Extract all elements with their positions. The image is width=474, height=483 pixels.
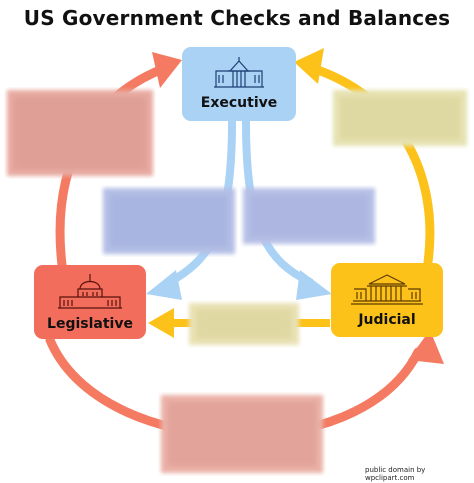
- executive-label: Executive: [200, 95, 278, 111]
- white-house-icon: [214, 57, 264, 88]
- arrowhead-judicial-to-legislative: [148, 308, 174, 338]
- capitol-icon: [58, 274, 122, 309]
- diagram-title: US Government Checks and Balances: [23, 6, 451, 30]
- arrowhead-judicial-to-executive: [294, 48, 324, 84]
- image-credit: public domain by wpclipart.com: [365, 466, 426, 482]
- legislative-to-judicial-hidden-label: [161, 395, 323, 473]
- executive-to-judicial-hidden-label: [243, 188, 375, 244]
- executive-branch-box: Executive: [182, 47, 296, 121]
- arrowhead-legislative-to-judicial: [408, 330, 444, 364]
- arrowhead-legislative-to-executive: [152, 52, 182, 88]
- judicial-to-executive-hidden-label: [333, 90, 467, 146]
- arrowhead-executive-to-legislative: [146, 270, 182, 300]
- executive-to-legislative-hidden-label: [103, 188, 235, 254]
- supreme-court-icon: [351, 274, 423, 305]
- judicial-branch-box: Judicial: [331, 263, 443, 337]
- legislative-to-executive-hidden-label: [7, 90, 153, 176]
- judicial-to-legislative-hidden-label: [189, 303, 299, 345]
- legislative-label: Legislative: [47, 316, 133, 332]
- judicial-label: Judicial: [358, 312, 416, 328]
- arrowhead-executive-to-judicial: [296, 270, 332, 300]
- legislative-branch-box: Legislative: [34, 265, 146, 339]
